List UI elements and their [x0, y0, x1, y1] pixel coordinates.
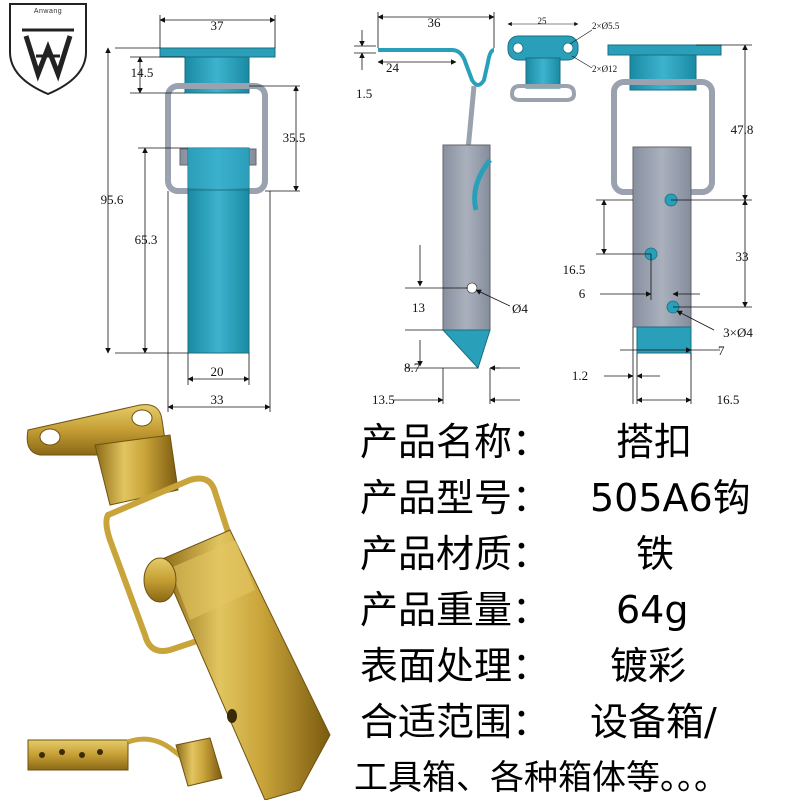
- dim-back-tab-width: 7: [718, 343, 725, 358]
- dim-side-tip-width: 13.5: [372, 392, 395, 407]
- dim-side-hole-height: 13: [412, 300, 425, 315]
- front-view: [159, 47, 276, 354]
- dim-back-holes: 3×Ø4: [723, 325, 753, 340]
- dim-overall-width: 33: [211, 392, 224, 407]
- spec-label: 产品型号：: [360, 476, 551, 520]
- dim-side-offset: 24: [386, 60, 400, 75]
- brand-logo: Anwang: [9, 3, 87, 96]
- spec-label: 产品重量：: [360, 588, 551, 632]
- dim-body-height: 65.3: [135, 232, 158, 247]
- spec-value: 铁: [636, 532, 675, 576]
- dim-side-tip-height: 8.7: [404, 360, 421, 375]
- dim-back-offset: 6: [579, 286, 586, 301]
- dim-top-width: 37: [211, 18, 225, 33]
- dim-back-edge: 1.2: [572, 368, 588, 383]
- side-view: [378, 48, 495, 369]
- product-photo: [26, 404, 331, 800]
- spec-label: 合适范围：: [360, 700, 551, 744]
- spec-label: 产品材质：: [360, 532, 551, 576]
- spec-value: 工具箱、各种箱体等。。。: [354, 758, 728, 798]
- spec-value: 64g: [616, 588, 689, 632]
- spec-value: 505A6钩: [590, 476, 751, 520]
- spec-value: 镀彩: [610, 644, 687, 688]
- dim-total-height: 95.6: [101, 192, 124, 207]
- spec-label: 表面处理：: [360, 644, 551, 688]
- dim-loop-height: 35.5: [283, 130, 306, 145]
- detail-view: 25 2×Ø5.5 2×Ø12: [507, 16, 620, 102]
- spec-label: 产品名称：: [360, 420, 551, 464]
- front-dimensions: 37 95.6 14.5 35.5 65.3 20 33: [101, 15, 306, 412]
- dim-back-top-height: 47.8: [731, 122, 754, 137]
- dim-side-top-length: 36: [428, 15, 442, 30]
- dim-back-spacing-2: 33: [736, 249, 749, 264]
- dim-top-height: 14.5: [131, 65, 154, 80]
- dim-body-width: 20: [211, 364, 224, 379]
- spec-value: 设备箱/: [590, 700, 717, 744]
- dim-detail-hole-spec-1: 2×Ø5.5: [592, 21, 620, 31]
- back-view: [607, 44, 722, 354]
- dim-side-hole-dia: Ø4: [512, 301, 528, 316]
- dim-side-thickness: 1.5: [356, 86, 372, 101]
- dim-back-spacing-1: 16.5: [563, 262, 586, 277]
- logo-text: Anwang: [34, 8, 62, 15]
- spec-value: 搭扣: [616, 420, 693, 464]
- dim-back-width: 16.5: [717, 392, 740, 407]
- dim-detail-hole-spec-2: 2×Ø12: [592, 64, 617, 74]
- side-dimensions: 36 24 1.5 13 Ø4 8.7 13.5: [354, 12, 528, 407]
- back-dimensions: 47.8 33 16.5 6 3×Ø4 7 1.2 16.5: [563, 44, 754, 407]
- dim-detail-width: 25: [538, 16, 548, 26]
